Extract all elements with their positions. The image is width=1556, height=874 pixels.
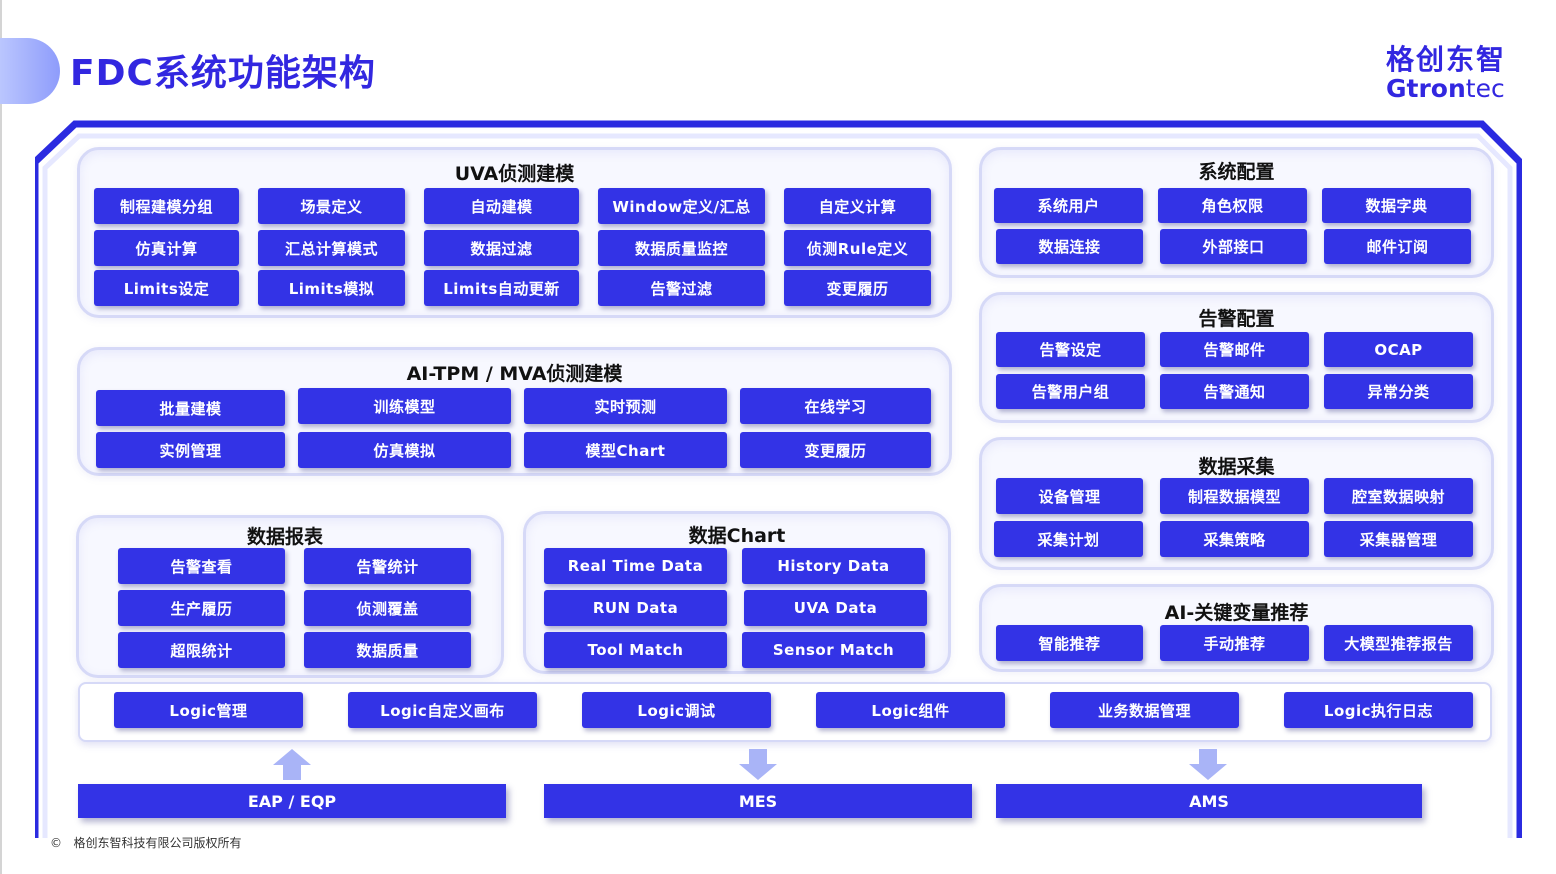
btn-logic-1[interactable]: Logic自定义画布 bbox=[348, 692, 537, 728]
panel-title: 数据Chart bbox=[688, 525, 786, 547]
copyright-text: © 格创东智科技有限公司版权所有 bbox=[50, 836, 242, 850]
btn-sysconfig-3[interactable]: 数据连接 bbox=[996, 229, 1143, 264]
logic-bar bbox=[78, 682, 1492, 742]
btn-aitpm-2[interactable]: 实时预测 bbox=[524, 388, 727, 424]
btn-alarmconfig-0[interactable]: 告警设定 bbox=[996, 332, 1145, 367]
system-mes[interactable]: MES bbox=[544, 784, 972, 818]
btn-collect-4[interactable]: 采集策略 bbox=[1160, 521, 1309, 557]
btn-sysconfig-5[interactable]: 邮件订阅 bbox=[1324, 229, 1471, 264]
panel-title: AI-关键变量推荐 bbox=[1164, 602, 1309, 624]
btn-chart-4[interactable]: Tool Match bbox=[544, 632, 727, 668]
copyright-icon: © bbox=[50, 836, 62, 850]
btn-sysconfig-2[interactable]: 数据字典 bbox=[1322, 188, 1471, 223]
panel-title: 数据报表 bbox=[246, 526, 323, 548]
btn-uva-11[interactable]: Limits模拟 bbox=[258, 270, 405, 306]
btn-uva-5[interactable]: 仿真计算 bbox=[94, 230, 239, 266]
btn-chart-2[interactable]: RUN Data bbox=[544, 590, 727, 626]
logo-english-name: Gtrontec bbox=[1386, 74, 1505, 103]
title-accent-pill bbox=[0, 38, 60, 104]
btn-aitpm-6[interactable]: 模型Chart bbox=[524, 432, 727, 468]
system-eap-eqp[interactable]: EAP / EQP bbox=[78, 784, 506, 818]
btn-aitpm-4[interactable]: 实例管理 bbox=[96, 432, 285, 468]
btn-alarmconfig-4[interactable]: 告警通知 bbox=[1160, 374, 1309, 409]
btn-uva-8[interactable]: 数据质量监控 bbox=[598, 230, 765, 266]
btn-report-0[interactable]: 告警查看 bbox=[118, 548, 285, 584]
btn-aikey-1[interactable]: 手动推荐 bbox=[1160, 625, 1309, 661]
btn-uva-2[interactable]: 自动建模 bbox=[424, 188, 579, 224]
panel-title: 系统配置 bbox=[1198, 161, 1275, 183]
btn-logic-4[interactable]: 业务数据管理 bbox=[1050, 692, 1239, 728]
btn-uva-7[interactable]: 数据过滤 bbox=[424, 230, 579, 266]
btn-sysconfig-1[interactable]: 角色权限 bbox=[1158, 188, 1307, 223]
btn-uva-3[interactable]: Window定义/汇总 bbox=[598, 188, 765, 224]
btn-logic-2[interactable]: Logic调试 bbox=[582, 692, 771, 728]
architecture-frame bbox=[35, 120, 1522, 838]
btn-collect-5[interactable]: 采集器管理 bbox=[1324, 521, 1473, 557]
btn-aitpm-7[interactable]: 变更履历 bbox=[740, 432, 931, 468]
system-ams[interactable]: AMS bbox=[996, 784, 1422, 818]
panel-title: 告警配置 bbox=[1198, 308, 1275, 330]
btn-uva-9[interactable]: 侦测Rule定义 bbox=[784, 230, 931, 266]
left-edge-strip bbox=[0, 0, 2, 874]
btn-uva-4[interactable]: 自定义计算 bbox=[784, 188, 931, 224]
btn-chart-5[interactable]: Sensor Match bbox=[742, 632, 925, 668]
company-logo: 格创东智 Gtrontec bbox=[1386, 44, 1516, 104]
btn-uva-10[interactable]: Limits设定 bbox=[94, 270, 239, 306]
btn-uva-0[interactable]: 制程建模分组 bbox=[94, 188, 239, 224]
arrow-down-icon bbox=[1189, 749, 1227, 780]
panel-title: 数据采集 bbox=[1198, 456, 1275, 478]
btn-logic-5[interactable]: Logic执行日志 bbox=[1284, 692, 1473, 728]
btn-uva-12[interactable]: Limits自动更新 bbox=[424, 270, 579, 306]
arrow-down-icon bbox=[739, 749, 777, 780]
panel-title: AI-TPM / MVA侦测建模 bbox=[406, 363, 623, 385]
btn-aitpm-0[interactable]: 批量建模 bbox=[96, 390, 285, 426]
btn-uva-1[interactable]: 场景定义 bbox=[258, 188, 405, 224]
btn-collect-2[interactable]: 腔室数据映射 bbox=[1324, 478, 1473, 514]
btn-aitpm-1[interactable]: 训练模型 bbox=[298, 388, 511, 424]
btn-uva-14[interactable]: 变更履历 bbox=[784, 270, 931, 306]
btn-aikey-0[interactable]: 智能推荐 bbox=[996, 625, 1143, 661]
btn-collect-0[interactable]: 设备管理 bbox=[996, 478, 1143, 514]
btn-collect-1[interactable]: 制程数据模型 bbox=[1160, 478, 1309, 514]
btn-aitpm-5[interactable]: 仿真模拟 bbox=[298, 432, 511, 468]
panel-title: UVA侦测建模 bbox=[454, 163, 575, 185]
btn-alarmconfig-5[interactable]: 异常分类 bbox=[1324, 374, 1473, 409]
btn-alarmconfig-3[interactable]: 告警用户组 bbox=[996, 374, 1145, 409]
btn-report-4[interactable]: 超限统计 bbox=[118, 632, 285, 668]
btn-alarmconfig-2[interactable]: OCAP bbox=[1324, 332, 1473, 367]
btn-logic-0[interactable]: Logic管理 bbox=[114, 692, 303, 728]
btn-report-3[interactable]: 侦测覆盖 bbox=[304, 590, 471, 626]
btn-logic-3[interactable]: Logic组件 bbox=[816, 692, 1005, 728]
btn-aitpm-3[interactable]: 在线学习 bbox=[740, 388, 931, 424]
btn-chart-0[interactable]: Real Time Data bbox=[544, 548, 727, 584]
btn-sysconfig-4[interactable]: 外部接口 bbox=[1160, 229, 1307, 264]
btn-report-1[interactable]: 告警统计 bbox=[304, 548, 471, 584]
btn-report-2[interactable]: 生产履历 bbox=[118, 590, 285, 626]
btn-uva-6[interactable]: 汇总计算模式 bbox=[258, 230, 405, 266]
btn-collect-3[interactable]: 采集计划 bbox=[994, 521, 1143, 557]
arrow-up-icon bbox=[273, 749, 311, 780]
btn-report-5[interactable]: 数据质量 bbox=[304, 632, 471, 668]
btn-uva-13[interactable]: 告警过滤 bbox=[598, 270, 765, 306]
btn-chart-1[interactable]: History Data bbox=[742, 548, 925, 584]
btn-sysconfig-0[interactable]: 系统用户 bbox=[994, 188, 1143, 223]
btn-alarmconfig-1[interactable]: 告警邮件 bbox=[1160, 332, 1309, 367]
btn-aikey-2[interactable]: 大模型推荐报告 bbox=[1324, 625, 1473, 661]
btn-chart-3[interactable]: UVA Data bbox=[744, 590, 927, 626]
logo-chinese-name: 格创东智 bbox=[1386, 43, 1507, 76]
page-title: FDC系统功能架构 bbox=[70, 53, 376, 94]
